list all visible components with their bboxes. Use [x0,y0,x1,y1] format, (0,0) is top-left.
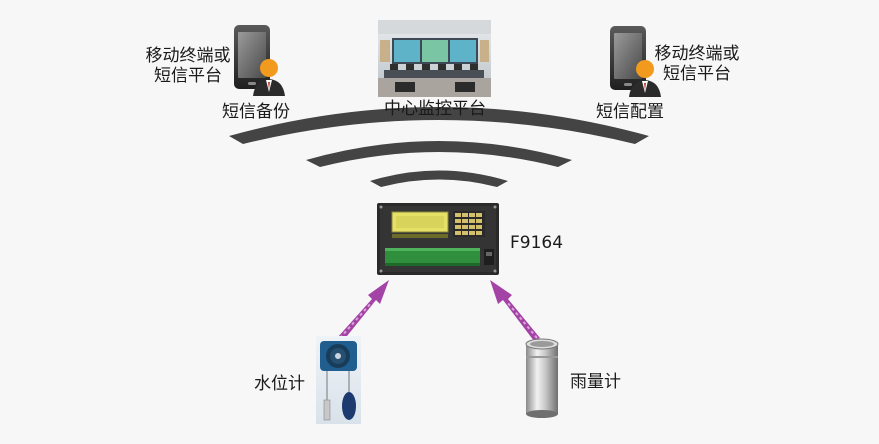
label-mobile-left-line1: 移动终端或 [145,46,231,66]
water-level-sensor [316,336,361,424]
rain-gauge-cylinder [525,338,559,418]
phone-user-icon-left [234,25,285,96]
wireless-signal [229,107,649,187]
data-logger-device [377,203,499,275]
label-water-level: 水位计 [254,374,305,394]
label-center-platform: 中心监控平台 [384,99,486,119]
phone-user-icon-right [610,26,661,97]
label-sms-config: 短信配置 [596,102,664,122]
arrow-rain-to-device [490,280,540,341]
label-mobile-right: 移动终端或 短信平台 [649,44,745,84]
label-rain-gauge: 雨量计 [570,372,621,392]
label-mobile-right-line2: 短信平台 [663,64,731,84]
arrow-water-to-device [337,280,389,341]
label-mobile-left: 移动终端或 短信平台 [140,46,236,86]
label-mobile-left-line2: 短信平台 [154,66,222,86]
label-mobile-right-line1: 移动终端或 [654,44,740,64]
label-sms-backup: 短信备份 [222,102,290,122]
label-device-model: F9164 [510,233,564,253]
control-room-image [378,20,491,97]
